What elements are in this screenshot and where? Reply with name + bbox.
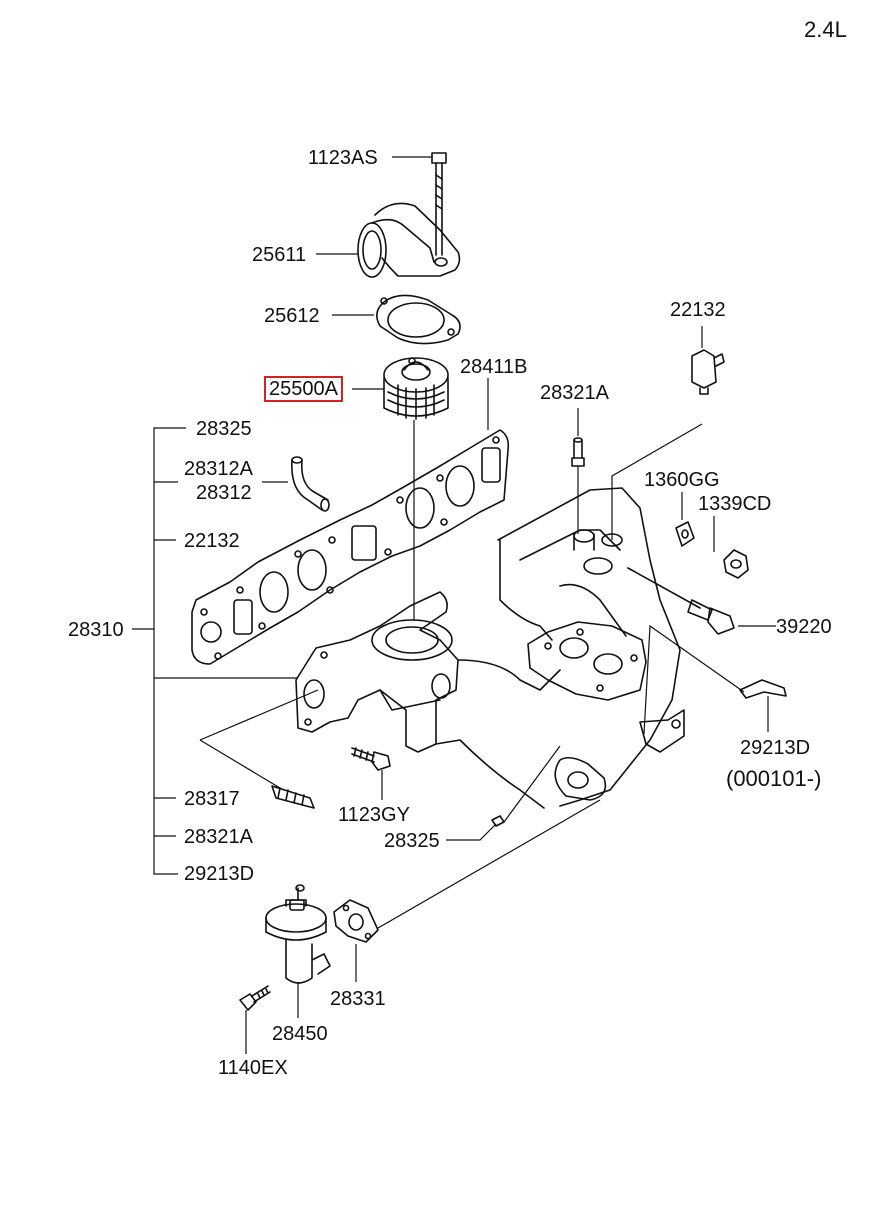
water-outlet-25611-part[interactable] [357, 202, 461, 278]
fitting-22132-part[interactable] [691, 349, 725, 395]
label-1360gg[interactable]: 1360GG [644, 469, 720, 491]
label-1140ex[interactable]: 1140EX [218, 1057, 288, 1079]
thermostat-25500a-part[interactable] [383, 357, 449, 420]
label-25611[interactable]: 25611 [252, 244, 307, 266]
label-28317[interactable]: 28317 [184, 788, 240, 810]
manifold-gasket-28411b-part[interactable] [191, 429, 510, 665]
label-28312[interactable]: 28312 [196, 482, 252, 504]
plug-28325-part[interactable] [491, 815, 505, 827]
bolt-1140ex-part[interactable] [239, 985, 271, 1011]
leader-bracket [153, 427, 186, 875]
edition-label: 2.4L [804, 17, 847, 42]
label-29213d-left[interactable]: 29213D [184, 863, 255, 885]
label-25612[interactable]: 25612 [264, 305, 320, 327]
leader-lines [132, 156, 776, 1054]
label-39220[interactable]: 39220 [776, 616, 832, 638]
label-1123gy[interactable]: 1123GY [338, 804, 410, 826]
label-28310[interactable]: 28310 [68, 619, 124, 641]
leader-29213d-to-manifold [643, 624, 745, 735]
label-28331[interactable]: 28331 [330, 988, 386, 1010]
leader-28317-to-manifold [199, 689, 319, 741]
pipe-29213d-part[interactable] [739, 679, 787, 699]
leader-28317-stud [199, 739, 281, 789]
gasket-25612-part[interactable] [376, 294, 461, 345]
leader-28325-bottom [446, 823, 497, 841]
washer-1360gg-part[interactable] [675, 521, 695, 547]
label-28321a-bottom[interactable]: 28321A [184, 826, 253, 848]
label-28411b[interactable]: 28411B [460, 356, 528, 378]
gasket-28331-part[interactable] [333, 899, 379, 943]
leader-28331-to-manifold [377, 799, 601, 929]
label-22132-left[interactable]: 22132 [184, 530, 240, 552]
leader-22132-to-manifold [611, 423, 703, 540]
label-29213d-right[interactable]: 29213D [740, 737, 811, 759]
stud-28317-part[interactable] [271, 785, 315, 809]
label-28450[interactable]: 28450 [272, 1023, 328, 1045]
label-1339cd[interactable]: 1339CD [698, 493, 772, 515]
label-28325-bottom[interactable]: 28325 [384, 830, 440, 852]
sensor-28321a-part[interactable] [571, 437, 585, 467]
label-25500a-highlighted[interactable]: 25500A [264, 376, 343, 402]
bolt-1123as-part[interactable] [431, 152, 447, 256]
egr-valve-28450-part[interactable] [265, 884, 331, 984]
temperature-sensor-39220-part[interactable] [627, 567, 735, 635]
bolt-1123gy-part[interactable] [351, 747, 391, 771]
nut-1339cd-part[interactable] [723, 549, 749, 579]
hose-28312-part[interactable] [291, 456, 330, 512]
label-22132-top[interactable]: 22132 [670, 299, 726, 321]
intake-manifold-28310-part[interactable] [295, 487, 685, 809]
label-28321a-top[interactable]: 28321A [540, 382, 609, 404]
label-1123as[interactable]: 1123AS [308, 147, 378, 169]
label-28325-top[interactable]: 28325 [196, 418, 252, 440]
label-28312a[interactable]: 28312A [184, 458, 253, 480]
label-000101-range: (000101-) [726, 766, 822, 791]
leader-28325-to-manifold [503, 745, 561, 823]
